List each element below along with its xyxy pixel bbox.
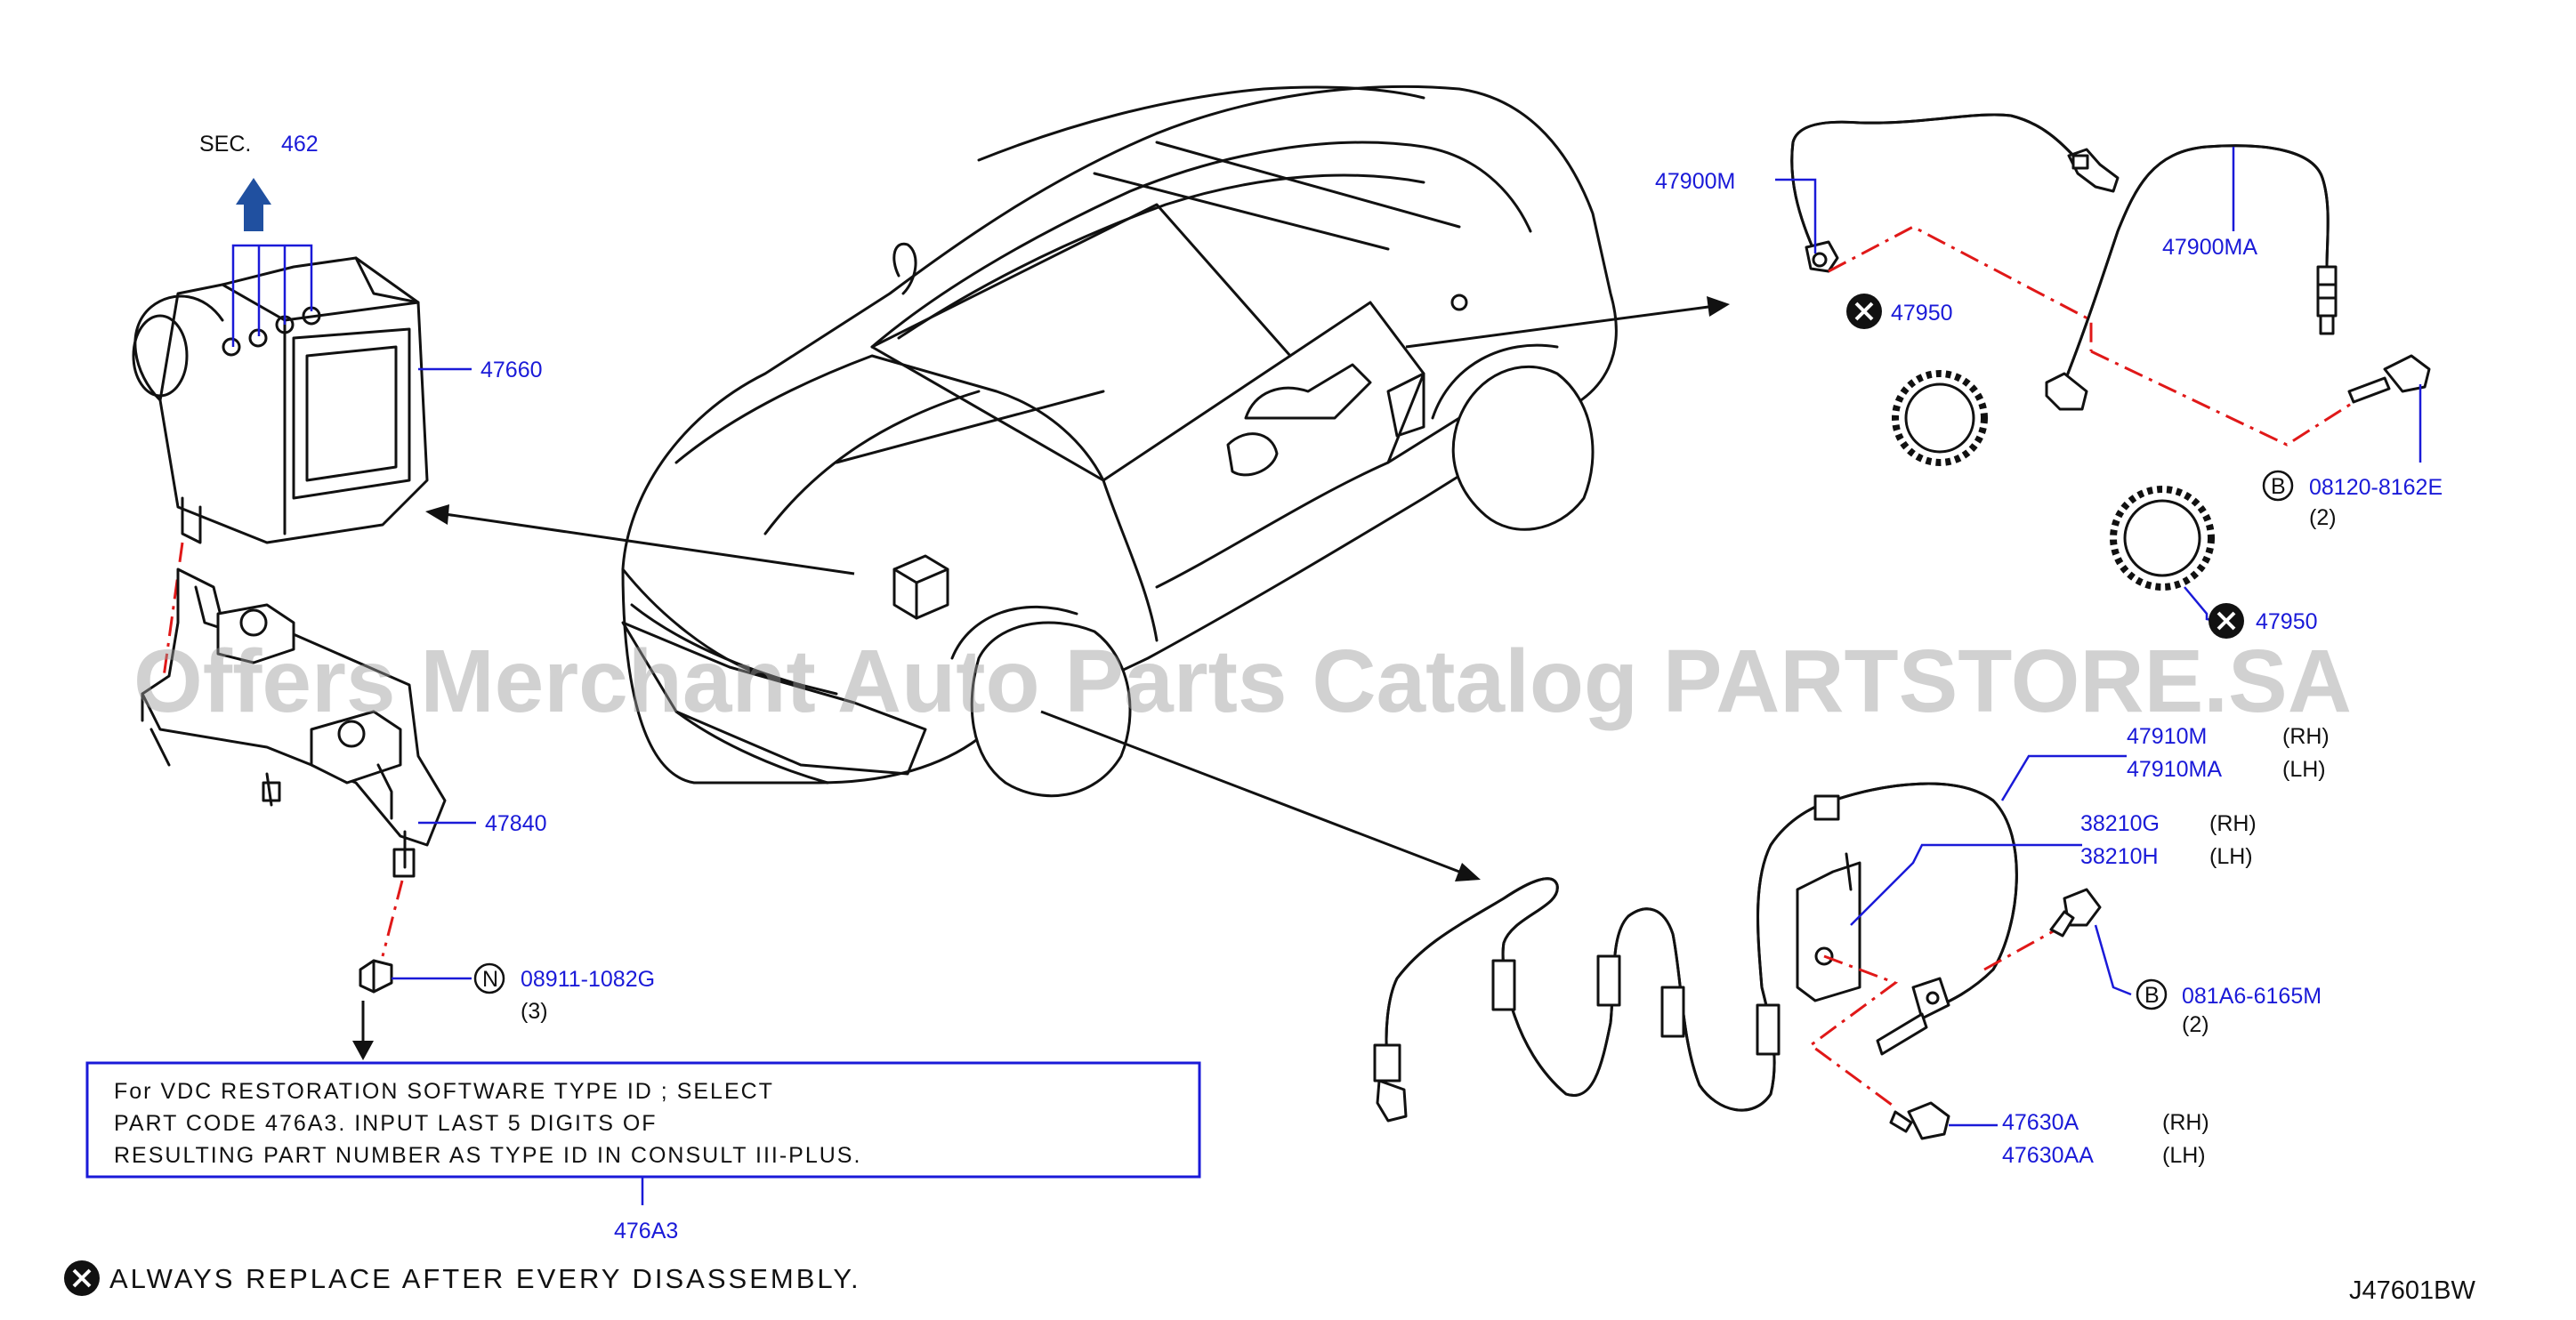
part-38210G[interactable]: 38210G [2080, 811, 2160, 836]
part-47630AA[interactable]: 47630AA [2002, 1143, 2094, 1168]
part-47950-top[interactable]: 47950 [1891, 301, 1953, 326]
vdc-note-box: For VDC RESTORATION SOFTWARE TYPE ID ; S… [85, 1061, 1201, 1179]
sec-label: SEC. [199, 132, 251, 157]
part-081A6-qty: (2) [2182, 1012, 2209, 1037]
replace-note-text: ALWAYS REPLACE AFTER EVERY DISASSEMBLY. [109, 1263, 861, 1294]
actuator-bracket [141, 567, 447, 878]
part-47630AA-side: (LH) [2162, 1143, 2206, 1168]
symbol-n: N [482, 967, 498, 992]
car-illustration [425, 85, 1730, 881]
part-47630A-side: (RH) [2162, 1110, 2209, 1135]
front-sensor-harness [1373, 782, 2018, 1123]
part-47840[interactable]: 47840 [485, 811, 547, 836]
symbol-b-bottom: B [2144, 983, 2160, 1008]
bolt-47630A [1889, 1101, 1950, 1140]
note-line-3: RESULTING PART NUMBER AS TYPE ID IN CONS… [114, 1143, 861, 1168]
part-38210H[interactable]: 38210H [2080, 844, 2159, 869]
part-476A3[interactable]: 476A3 [614, 1219, 678, 1244]
bolt-081A6 [2049, 888, 2102, 938]
part-08911-qty: (3) [521, 999, 548, 1024]
part-47910MA[interactable]: 47910MA [2127, 757, 2222, 782]
assembly-line-front-bolt [1983, 923, 2065, 971]
watermark: Offers Merchant Auto Parts Catalog PARTS… [133, 632, 2352, 731]
part-08911[interactable]: 08911-1082G [521, 967, 655, 992]
leader-081A6 [2094, 924, 2132, 996]
note-line-2: PART CODE 476A3. INPUT LAST 5 DIGITS OF [114, 1111, 658, 1136]
leader-47910 [2000, 754, 2127, 801]
leader-47900M [1775, 178, 1817, 254]
assembly-line-front [1808, 954, 1899, 1109]
part-47910M-side: (RH) [2282, 724, 2330, 749]
symbol-b-bottom-circle [2136, 978, 2168, 1010]
part-38210H-side: (LH) [2209, 844, 2253, 869]
assembly-line-rear [1828, 225, 2386, 447]
part-47950-bottom[interactable]: 47950 [2256, 609, 2318, 634]
part-38210G-side: (RH) [2209, 811, 2257, 836]
sec-number[interactable]: 462 [281, 132, 319, 157]
sensor-rotor-top [1892, 370, 1988, 466]
rear-sensor-harness [1790, 113, 2338, 411]
part-47900M[interactable]: 47900M [1655, 169, 1735, 194]
part-47630A[interactable]: 47630A [2002, 1110, 2079, 1135]
part-47900MA[interactable]: 47900MA [2162, 235, 2257, 260]
part-081A6[interactable]: 081A6-6165M [2182, 984, 2322, 1009]
note-line-1: For VDC RESTORATION SOFTWARE TYPE ID ; S… [114, 1079, 774, 1104]
part-47910M[interactable]: 47910M [2127, 724, 2207, 749]
part-08120-qty: (2) [2309, 505, 2337, 530]
leader-38210 [1850, 843, 2082, 926]
part-47660[interactable]: 47660 [480, 358, 543, 382]
bolt-08120 [2347, 354, 2431, 404]
diagram-code: J47601BW [2349, 1276, 2475, 1305]
symbol-b-top: B [2271, 474, 2286, 499]
symbol-b-top-circle [2262, 470, 2294, 502]
replace-note: ALWAYS REPLACE AFTER EVERY DISASSEMBLY. [64, 1260, 861, 1296]
part-08120[interactable]: 08120-8162E [2309, 475, 2443, 500]
abs-actuator [132, 256, 429, 544]
nut-08911 [359, 959, 393, 994]
part-47910MA-side: (LH) [2282, 757, 2326, 782]
symbol-n-circle [473, 962, 505, 994]
sec-462-reference: SEC. 462 [199, 132, 319, 347]
assembly-line-bracket [381, 880, 404, 957]
sensor-rotor-bottom [2110, 486, 2215, 591]
